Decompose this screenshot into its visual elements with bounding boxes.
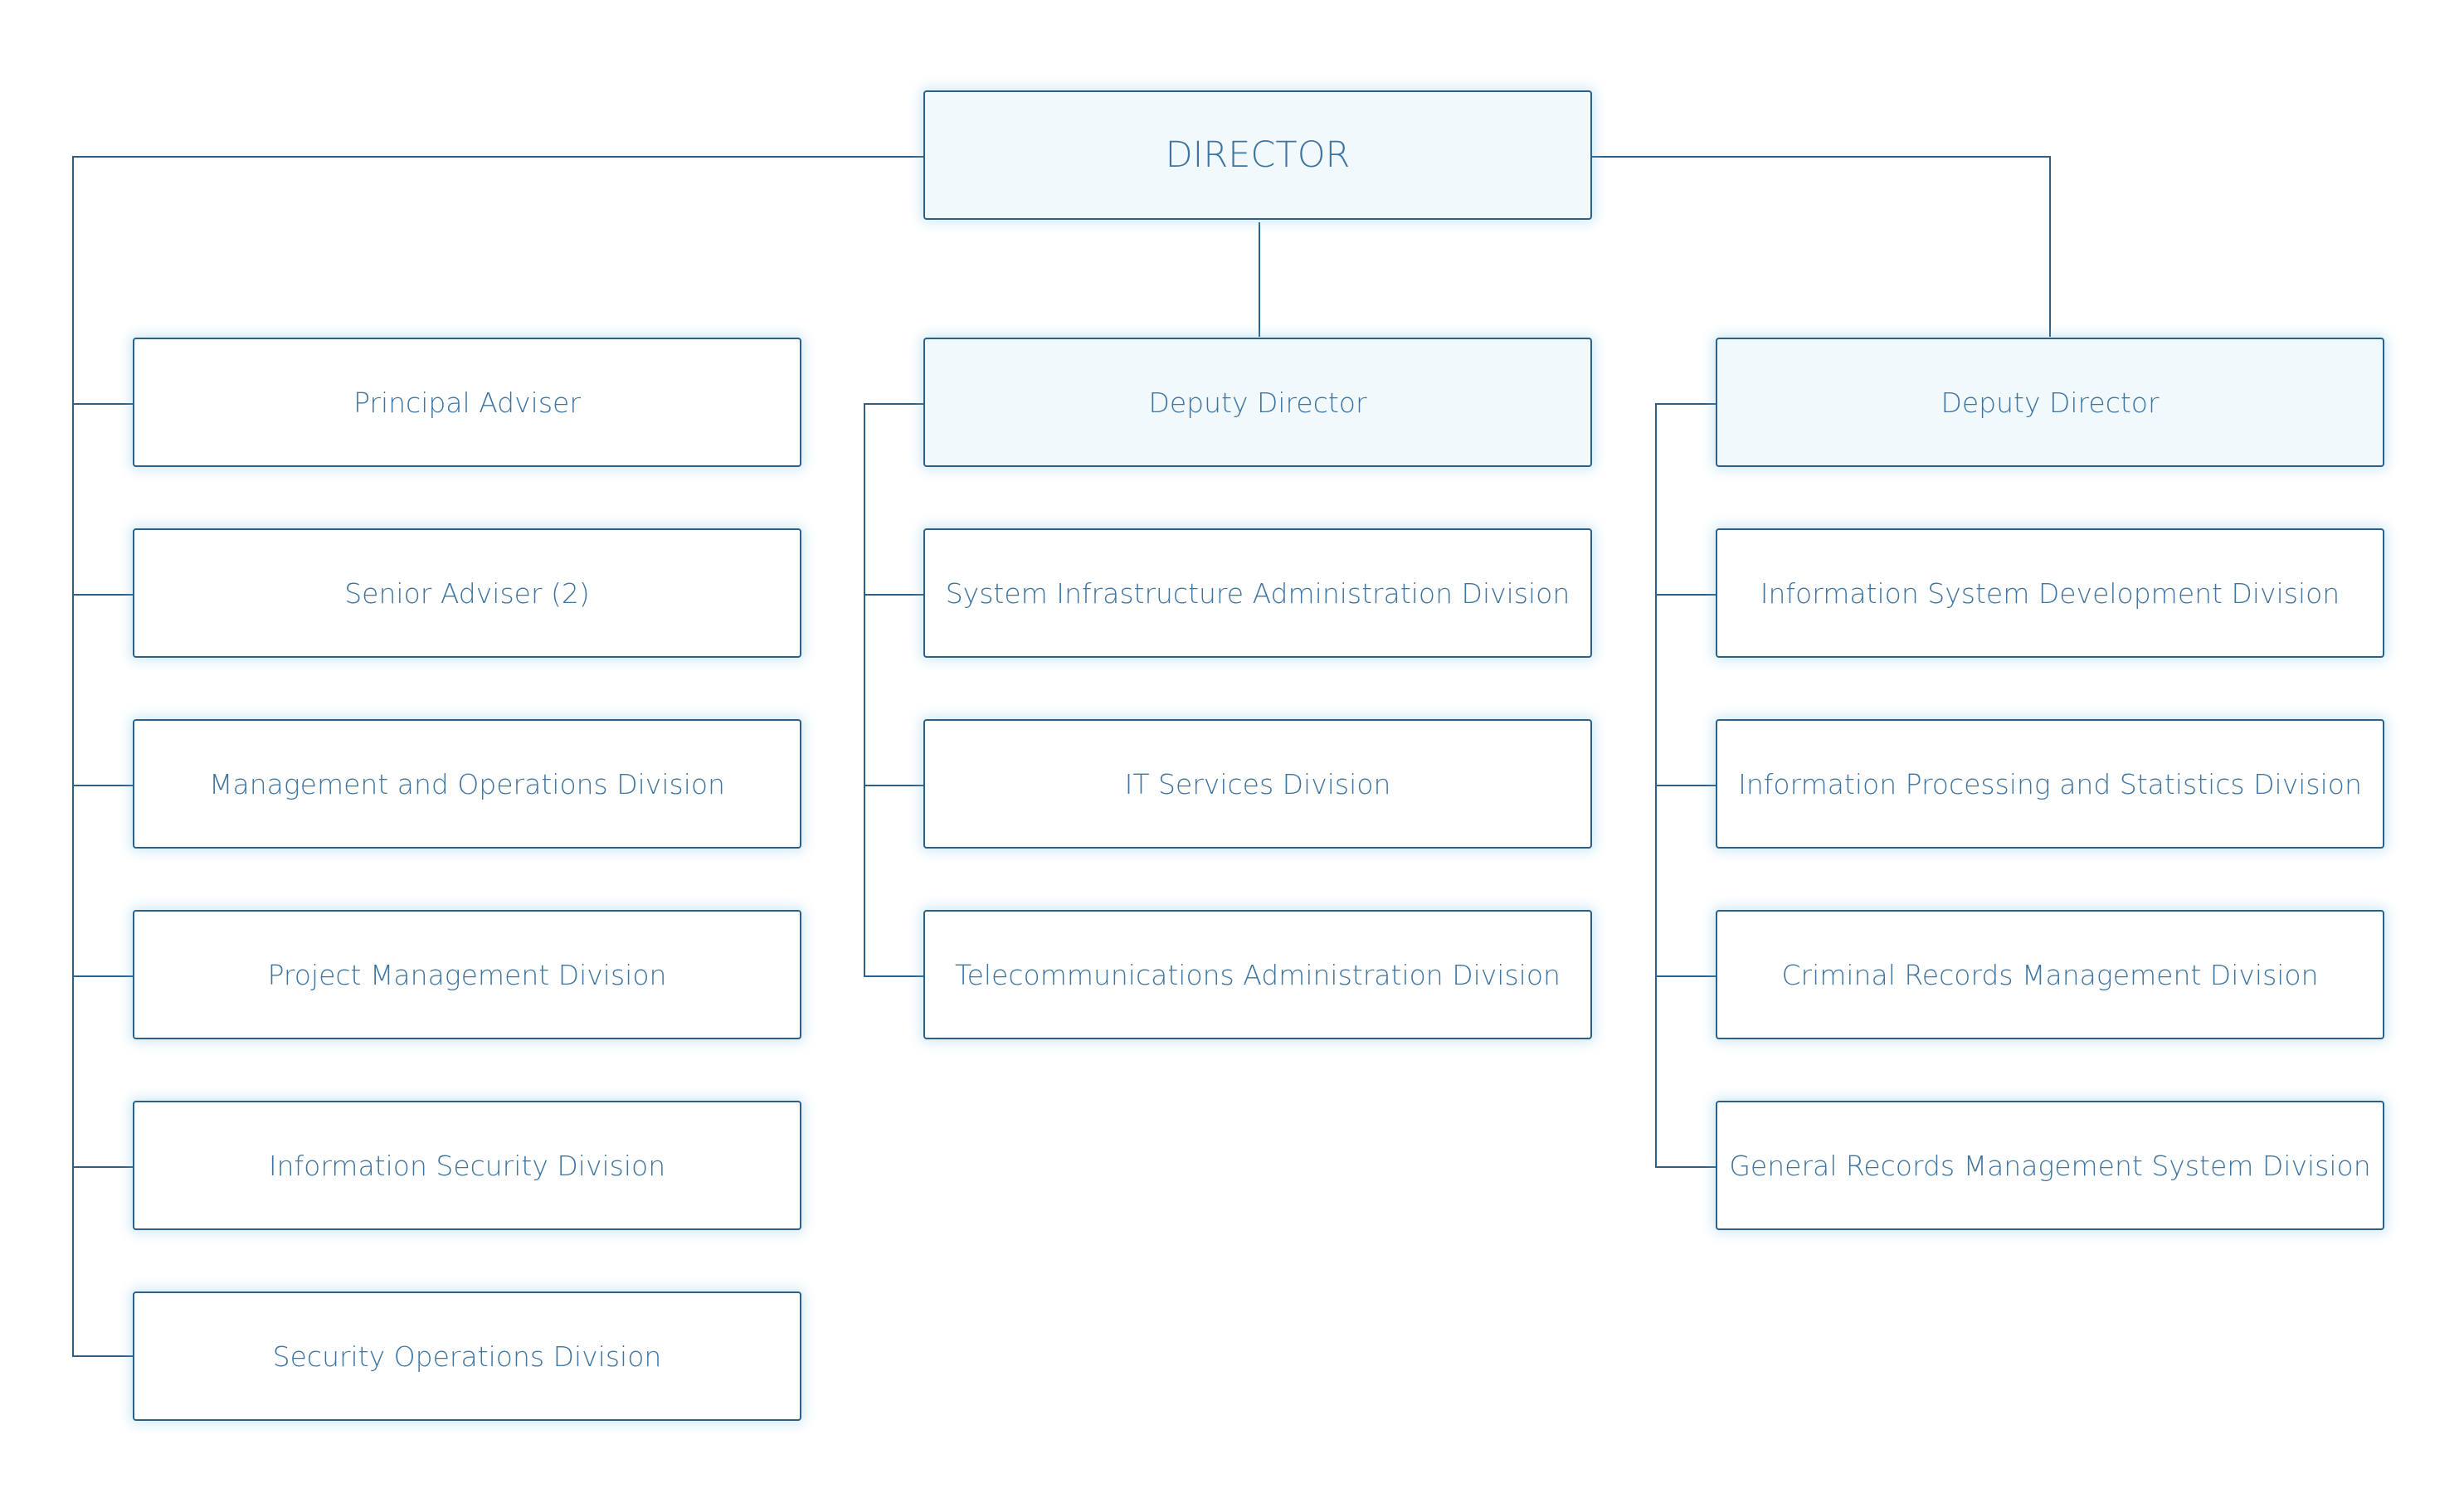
telecommunications-division-label: Telecommunications Administration Divisi… bbox=[955, 958, 1561, 991]
right-tick-head bbox=[1655, 403, 1716, 405]
information-system-development-division-label: Information System Development Division bbox=[1760, 576, 2340, 610]
principal-adviser-label: Principal Adviser bbox=[353, 386, 581, 419]
general-records-division-label: General Records Management System Divisi… bbox=[1729, 1149, 2371, 1182]
telecommunications-division-box: Telecommunications Administration Divisi… bbox=[923, 910, 1592, 1039]
left-tick-6 bbox=[72, 1355, 133, 1357]
connector-director-left bbox=[72, 156, 923, 158]
middle-tick-3 bbox=[864, 975, 924, 977]
deputy-director-middle-box: Deputy Director bbox=[923, 338, 1592, 467]
general-records-division-box: General Records Management System Divisi… bbox=[1716, 1101, 2384, 1230]
right-tick-1 bbox=[1655, 594, 1716, 596]
left-tick-4 bbox=[72, 975, 133, 977]
information-system-development-division-box: Information System Development Division bbox=[1716, 528, 2384, 658]
left-tick-2 bbox=[72, 594, 133, 596]
deputy-director-right-label: Deputy Director bbox=[1941, 386, 2160, 419]
principal-adviser-box: Principal Adviser bbox=[133, 338, 801, 467]
it-services-division-label: IT Services Division bbox=[1124, 767, 1391, 800]
director-label: DIRECTOR bbox=[1165, 134, 1351, 176]
middle-tick-2 bbox=[864, 785, 924, 786]
deputy-director-middle-label: Deputy Director bbox=[1148, 386, 1367, 419]
criminal-records-division-label: Criminal Records Management Division bbox=[1781, 958, 2319, 991]
information-security-division-label: Information Security Division bbox=[268, 1149, 666, 1182]
information-processing-statistics-division-box: Information Processing and Statistics Di… bbox=[1716, 719, 2384, 849]
management-operations-division-label: Management and Operations Division bbox=[209, 767, 725, 800]
director-box: DIRECTOR bbox=[923, 90, 1592, 220]
security-operations-division-box: Security Operations Division bbox=[133, 1291, 801, 1421]
left-tick-1 bbox=[72, 403, 133, 405]
information-security-division-box: Information Security Division bbox=[133, 1101, 801, 1230]
it-services-division-box: IT Services Division bbox=[923, 719, 1592, 849]
project-management-division-label: Project Management Division bbox=[267, 958, 667, 991]
connector-director-middle bbox=[1259, 222, 1260, 337]
information-processing-statistics-division-label: Information Processing and Statistics Di… bbox=[1738, 767, 2362, 800]
criminal-records-division-box: Criminal Records Management Division bbox=[1716, 910, 2384, 1039]
left-tick-3 bbox=[72, 785, 133, 786]
senior-adviser-box: Senior Adviser (2) bbox=[133, 528, 801, 658]
middle-tick-head bbox=[864, 403, 924, 405]
right-tick-4 bbox=[1655, 1166, 1716, 1168]
security-operations-division-label: Security Operations Division bbox=[272, 1340, 662, 1373]
right-tick-3 bbox=[1655, 975, 1716, 977]
left-tick-5 bbox=[72, 1166, 133, 1168]
middle-spine bbox=[864, 403, 865, 977]
project-management-division-box: Project Management Division bbox=[133, 910, 801, 1039]
system-infrastructure-division-label: System Infrastructure Administration Div… bbox=[945, 576, 1570, 610]
management-operations-division-box: Management and Operations Division bbox=[133, 719, 801, 849]
right-tick-2 bbox=[1655, 785, 1716, 786]
connector-director-right bbox=[1590, 156, 2051, 158]
senior-adviser-label: Senior Adviser (2) bbox=[344, 576, 590, 610]
left-spine bbox=[72, 156, 74, 1357]
connector-right-drop bbox=[2049, 156, 2051, 337]
system-infrastructure-division-box: System Infrastructure Administration Div… bbox=[923, 528, 1592, 658]
deputy-director-right-box: Deputy Director bbox=[1716, 338, 2384, 467]
middle-tick-1 bbox=[864, 594, 924, 596]
